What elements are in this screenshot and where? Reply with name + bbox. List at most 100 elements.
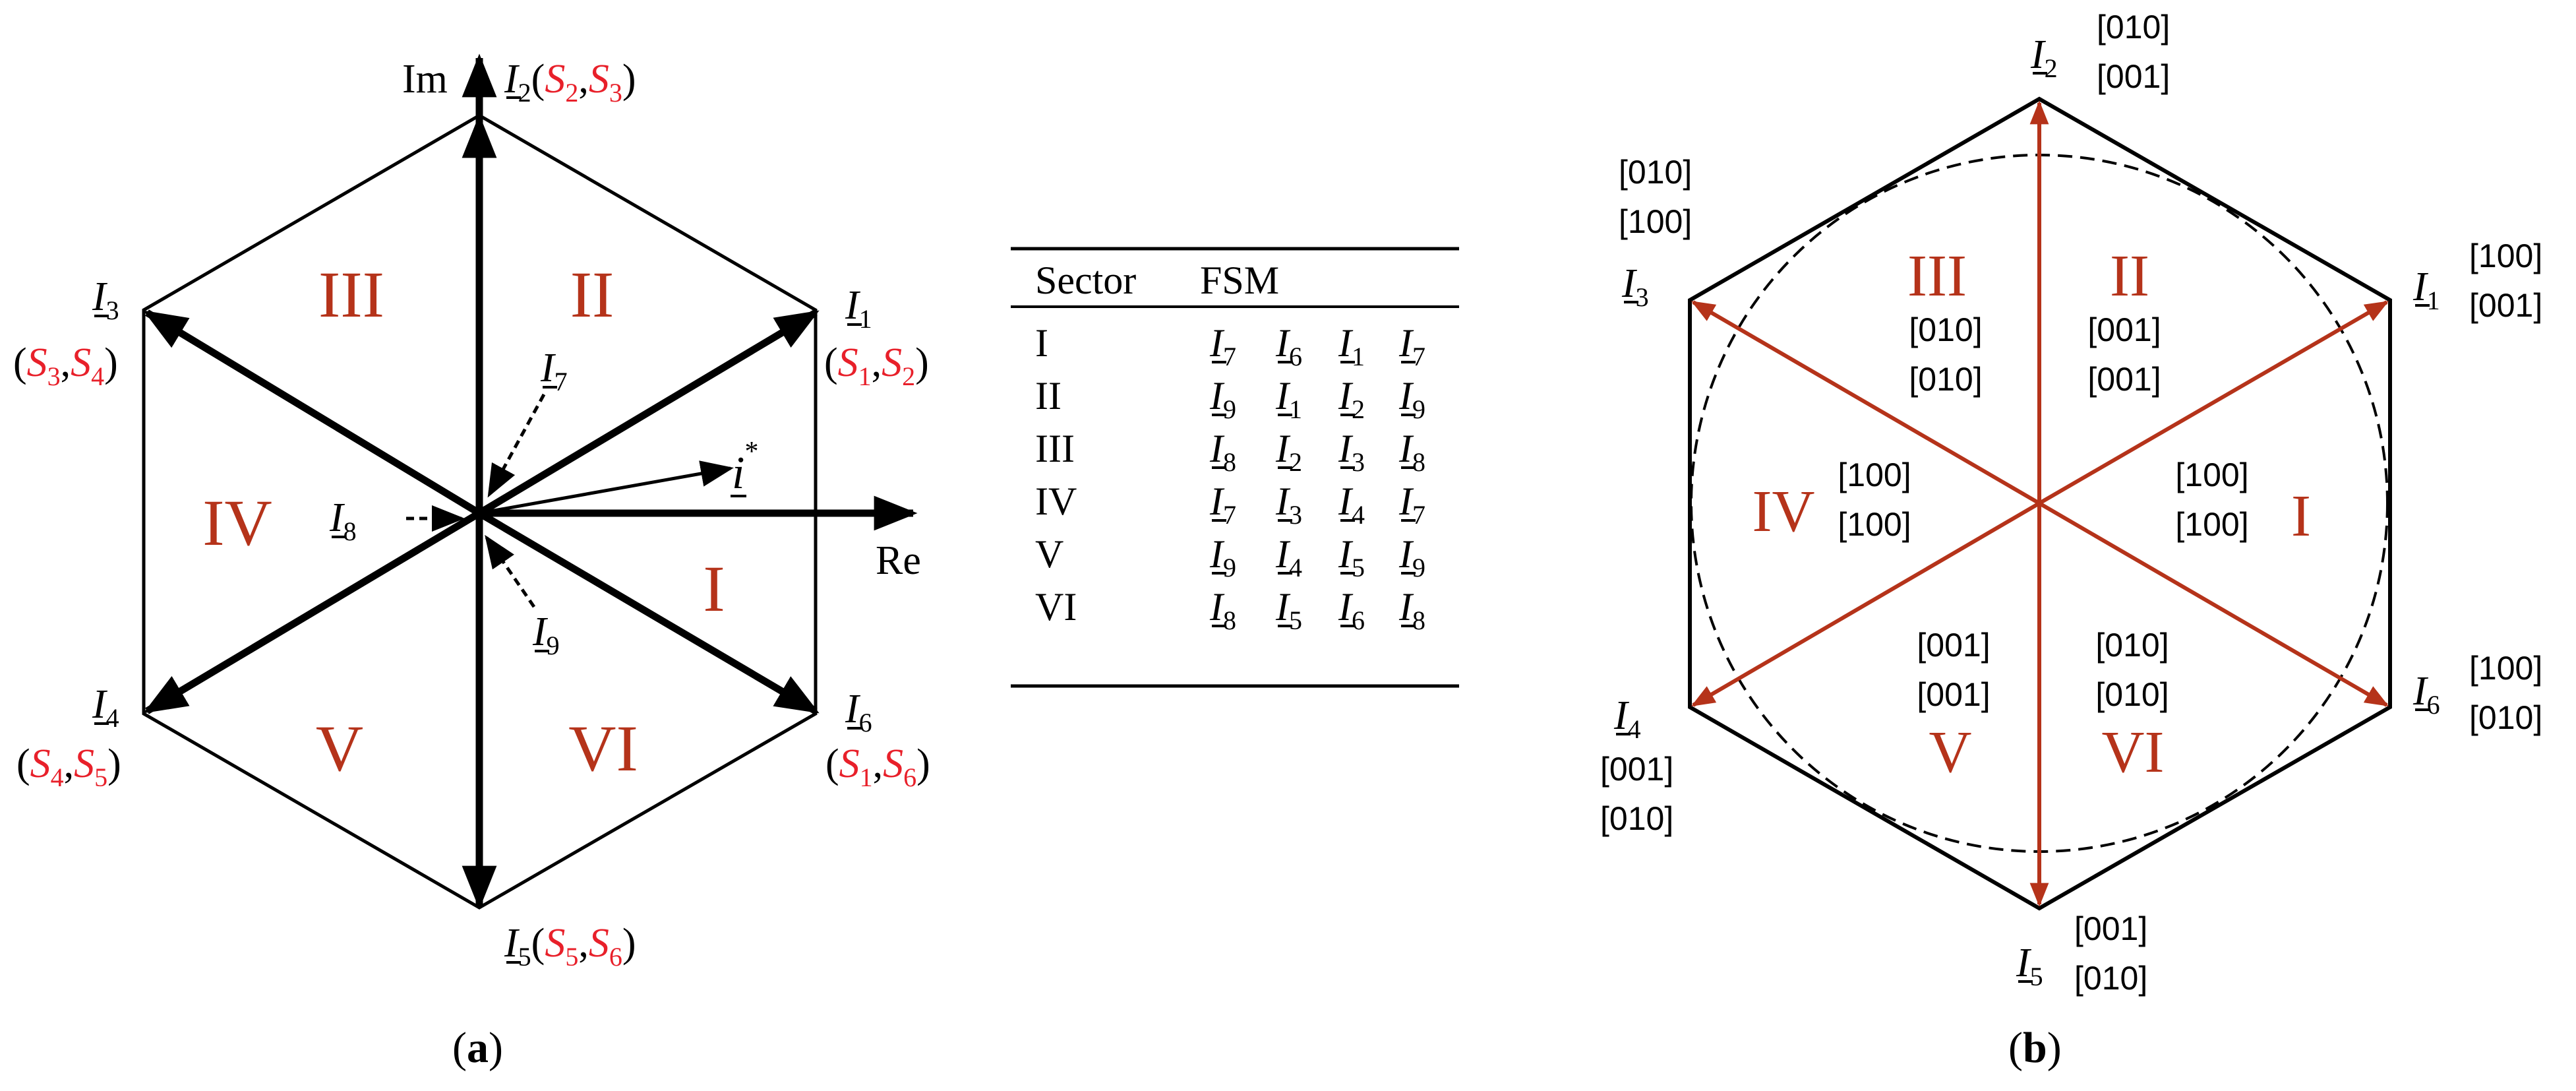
vector-pair-i6: (S1,S6)	[825, 741, 930, 792]
vector-pair-i1: (S1,S2)	[824, 340, 929, 391]
table-cell-vector: I4	[1338, 480, 1365, 530]
vector-i3-arrow	[143, 309, 481, 516]
table-cell-vector: I8	[1398, 585, 1425, 635]
vector-i9-arrow	[485, 534, 536, 608]
vector-i7-arrow	[487, 393, 546, 498]
sector-label-a-3: III	[318, 258, 384, 331]
table-cell-vector: I1	[1275, 374, 1302, 424]
vector-b-code-i1b: [001]	[2469, 287, 2542, 324]
vector-b-label-i2: I2	[2030, 32, 2058, 83]
vector-b-label-i6: I6	[2412, 669, 2440, 720]
sector-label-a-5: V	[316, 712, 363, 785]
table-cell-vector: I5	[1275, 585, 1302, 635]
sector-code-b-4b: [100]	[1838, 506, 1911, 543]
sector-code-b-2b: [001]	[2087, 361, 2161, 398]
sector-code-b-3a: [010]	[1909, 311, 1982, 348]
vector-i1-arrow	[477, 309, 820, 516]
table-cell-vector: I2	[1275, 427, 1302, 477]
panel-a: Im Re I II III IV V VI I2(S2,S3) I1 (S1,…	[13, 53, 930, 1072]
sector-code-b-5a: [001]	[1917, 627, 1990, 664]
vector-label-i7: I7	[540, 346, 568, 396]
table-cell-vector: I9	[1209, 532, 1236, 582]
table-cell-sector: III	[1035, 427, 1075, 470]
sector-code-b-1b: [100]	[2175, 506, 2248, 543]
vector-b-code-i2a: [010]	[2097, 9, 2170, 46]
table-cell-sector: V	[1035, 532, 1063, 576]
sector-code-b-3b: [010]	[1909, 361, 1982, 398]
table-cell-vector: I2	[1338, 374, 1365, 424]
table-cell-vector: I7	[1398, 480, 1425, 530]
vector-b-i6-arrow	[2038, 501, 2389, 707]
vector-i6-arrow	[477, 510, 820, 714]
sector-code-b-2a: [001]	[2087, 311, 2161, 348]
vector-b-code-i4a: [001]	[1600, 751, 1673, 788]
sector-label-a-6: VI	[568, 712, 638, 785]
reference-vector-arrow	[479, 460, 734, 515]
table-cell-vector: I3	[1338, 427, 1365, 477]
vector-b-code-i1a: [100]	[2469, 237, 2542, 274]
table-cell-vector: I3	[1275, 480, 1302, 530]
vector-b-i4-arrow	[1691, 501, 2041, 707]
sector-label-b-4: IV	[1752, 479, 1815, 544]
vector-label-i2: I2(S2,S3)	[504, 57, 636, 108]
table-cell-vector: I9	[1398, 374, 1425, 424]
vector-b-code-i3b: [100]	[1619, 203, 1692, 240]
table-header-fsm: FSM	[1200, 259, 1279, 302]
vector-label-i1: I1	[845, 283, 872, 334]
vector-b-code-i5a: [001]	[2074, 910, 2147, 947]
table-cell-sector: II	[1035, 374, 1062, 418]
vector-b-i1-arrow	[2038, 300, 2389, 505]
vector-b-code-i4b: [010]	[1600, 800, 1673, 837]
vector-i4-arrow	[143, 510, 481, 714]
vector-label-i8: I8	[329, 495, 357, 546]
panel-b: I II III IV V VI [100] [100] [001] [001]…	[1600, 9, 2542, 1072]
vector-label-i3: I3	[92, 274, 119, 325]
sector-code-b-6b: [010]	[2095, 676, 2169, 713]
sector-label-b-5: V	[1929, 720, 1972, 785]
vector-b-code-i6b: [010]	[2469, 699, 2542, 736]
table-cell-vector: I7	[1398, 321, 1425, 371]
table-cell-vector: I7	[1209, 321, 1236, 371]
table-cell-vector: I6	[1275, 321, 1302, 371]
sector-code-b-1a: [100]	[2175, 456, 2248, 493]
vector-label-i9: I9	[532, 609, 560, 660]
axis-label-re: Re	[876, 538, 921, 583]
sector-label-b-1: I	[2291, 483, 2311, 549]
table-cell-vector: I6	[1338, 585, 1365, 635]
axis-label-im: Im	[402, 57, 448, 102]
table-cell-vector: I9	[1398, 532, 1425, 582]
table-cell-vector: I8	[1209, 585, 1236, 635]
caption-b: (b)	[2008, 1024, 2062, 1072]
sector-label-a-2: II	[570, 258, 614, 331]
vector-pair-i3: (S3,S4)	[13, 340, 118, 391]
sector-label-a-4: IV	[202, 486, 272, 559]
table-cell-vector: I8	[1398, 427, 1425, 477]
sector-label-a-1: I	[703, 552, 725, 625]
sector-label-b-6: VI	[2102, 720, 2165, 785]
vector-b-code-i3a: [010]	[1619, 154, 1692, 191]
sector-code-b-4a: [100]	[1838, 456, 1911, 493]
table-cell-vector: I7	[1209, 480, 1236, 530]
vector-label-i6: I6	[845, 687, 872, 737]
sector-label-b-3: III	[1907, 243, 1967, 309]
vector-label-i5: I5(S5,S6)	[504, 921, 636, 972]
hexagon-b	[1688, 96, 2392, 911]
table-cell-vector: I9	[1209, 374, 1236, 424]
vector-b-code-i5b: [010]	[2074, 960, 2147, 997]
sector-label-b-2: II	[2110, 243, 2149, 309]
caption-a: (a)	[452, 1024, 503, 1072]
table-cell-vector: I4	[1275, 532, 1302, 582]
vector-b-label-i4: I4	[1613, 693, 1641, 744]
vector-b-label-i1: I1	[2412, 265, 2440, 315]
vector-b-code-i2b: [001]	[2097, 58, 2170, 95]
vector-b-label-i5: I5	[2016, 941, 2043, 991]
vector-b-code-i6a: [100]	[2469, 650, 2542, 687]
sector-code-b-6a: [010]	[2095, 627, 2169, 664]
vector-pair-i4: (S4,S5)	[16, 741, 121, 792]
table-cell-vector: I5	[1338, 532, 1365, 582]
table-cell-sector: I	[1035, 321, 1048, 365]
table-cell-sector: IV	[1035, 480, 1077, 523]
vector-b-i3-arrow	[1691, 300, 2041, 505]
